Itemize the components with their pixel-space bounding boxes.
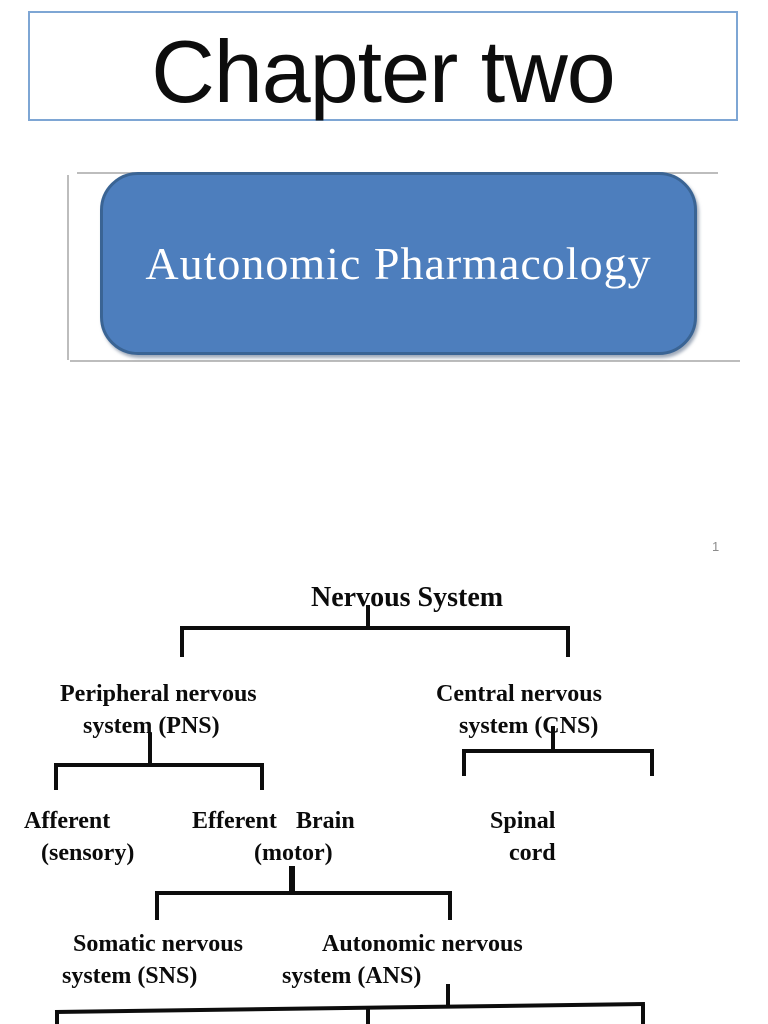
node-brain: Brain <box>296 808 355 834</box>
connector-pns-left-drop <box>54 763 58 790</box>
connector-bottom-bracket <box>54 1001 645 1014</box>
connector-root-right-drop <box>566 626 570 657</box>
connector-ans-stem <box>446 984 450 1008</box>
connector-pns-right-drop <box>260 763 264 790</box>
node-efferent: Efferent <box>192 808 277 834</box>
connector-efferent-right-drop <box>448 891 452 920</box>
node-sns-line1: Somatic nervous <box>73 931 243 957</box>
connector-cns-right-drop <box>650 749 654 776</box>
node-cns-line1: Central nervous <box>436 681 602 707</box>
connector-pns-stem <box>148 733 152 767</box>
connector-root-left-drop <box>180 626 184 657</box>
banner-title: Autonomic Pharmacology <box>145 238 652 289</box>
connector-bottom-left-drop <box>55 1012 59 1024</box>
placeholder-frame-bottom-line <box>70 360 740 362</box>
connector-bottom-right-drop <box>641 1004 645 1024</box>
connector-pns-bracket <box>54 763 264 767</box>
connector-efferent-bracket <box>155 891 452 895</box>
connector-cns-left-drop <box>462 749 466 776</box>
node-ans-line1: Autonomic nervous <box>322 931 523 957</box>
connector-cns-stem <box>551 726 555 753</box>
node-afferent: Afferent <box>24 808 111 834</box>
node-cns-line2: system (CNS) <box>459 713 599 739</box>
connector-root-bracket <box>180 626 570 630</box>
node-ans-line2: system (ANS) <box>282 963 422 989</box>
chapter-title-box: Chapter two <box>28 11 738 121</box>
node-nervous-system: Nervous System <box>311 582 504 613</box>
placeholder-frame-left-line <box>67 175 69 360</box>
node-spinal-line1: Spinal <box>490 808 556 834</box>
connector-bottom-mid-drop <box>366 1008 370 1024</box>
autonomic-pharmacology-banner: Autonomic Pharmacology <box>100 172 697 355</box>
connector-efferent-left-drop <box>155 891 159 920</box>
connector-root-stem <box>366 605 370 630</box>
node-pns-line1: Peripheral nervous <box>60 681 257 707</box>
node-sns-line2: system (SNS) <box>62 963 198 989</box>
connector-cns-bracket <box>462 749 654 753</box>
connector-efferent-stem <box>289 866 295 894</box>
page-number: 1 <box>712 539 720 554</box>
node-efferent-sub: (motor) <box>254 840 333 866</box>
node-afferent-sub: (sensory) <box>41 840 135 866</box>
node-spinal-line2: cord <box>509 840 556 866</box>
chapter-title: Chapter two <box>151 22 615 121</box>
